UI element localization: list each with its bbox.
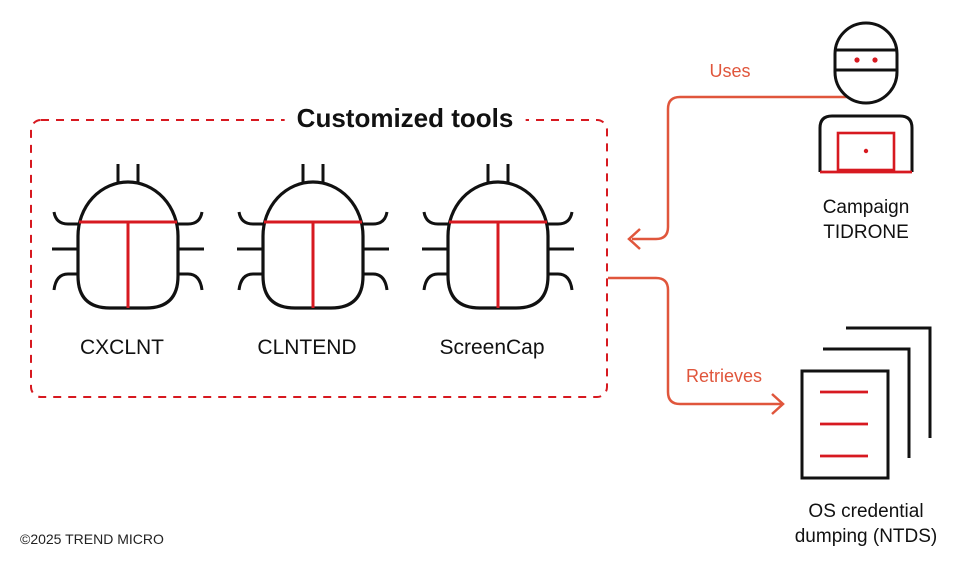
actor-label-line1: Campaign [822,197,910,218]
actor-label-line2: TIDRONE [823,222,909,243]
actor-label: Campaign TIDRONE [823,195,910,245]
group-title: Customized tools [284,103,526,134]
hacker-with-laptop-icon [818,21,914,174]
retrieves-arrow-line [608,276,782,406]
target-label-line2: dumping (NTDS) [794,526,938,547]
tool-label-screencap: ScreenCap [439,336,545,359]
retrieves-arrowhead [771,393,785,415]
tool-label-cxclnt: CXCLNT [79,336,165,359]
uses-arrow-line [632,95,862,241]
bug-icon [50,162,206,310]
bug-icon [235,162,391,310]
target-label-line1: OS credential [808,501,924,522]
uses-label: Uses [709,61,751,81]
target-label: OS credential dumping (NTDS) [795,499,938,549]
tool-label-clntend: CLNTEND [257,336,357,359]
copyright-text: ©2025 TREND MICRO [20,531,164,547]
bug-icon [420,162,576,310]
stacked-documents-icon [800,326,932,480]
uses-arrowhead [627,228,641,250]
retrieves-label: Retrieves [685,366,763,386]
